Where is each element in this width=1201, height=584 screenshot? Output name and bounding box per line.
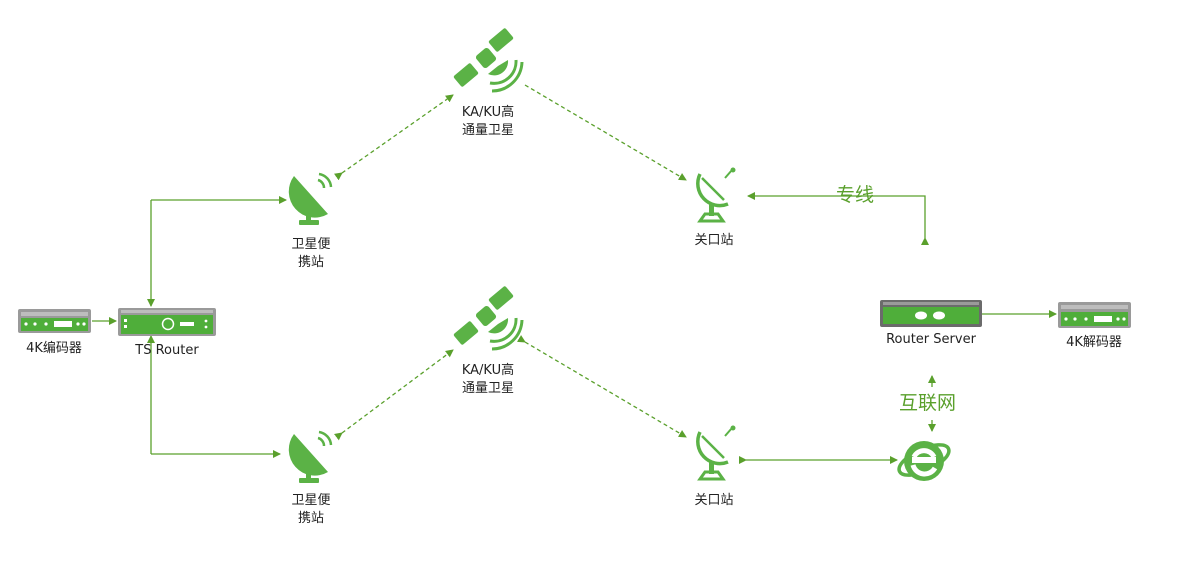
portable-station-top-label-line2: 携站 xyxy=(297,255,324,270)
satellite-bottom-label-line2: 通量卫星 xyxy=(461,381,514,396)
portable-station-top-label-line1: 卫星便 xyxy=(291,237,331,252)
encoder-label: 4K编码器 xyxy=(26,341,82,356)
portable-station-top-label: 卫星便 携站 xyxy=(271,236,351,272)
link-sat-bottom-gateway-bottom xyxy=(516,334,687,438)
satellite-top-label-line2: 通量卫星 xyxy=(461,123,514,138)
satellite-top-label: KA/KU高 通量卫星 xyxy=(448,104,528,140)
portable-station-top-icon xyxy=(288,170,336,232)
satellite-bottom-label-line1: KA/KU高 xyxy=(461,363,515,378)
satellite-bottom-icon xyxy=(450,286,524,362)
internet-explorer-icon xyxy=(894,432,954,492)
server-device-icon xyxy=(880,300,982,331)
portable-station-bottom-label-line2: 携站 xyxy=(297,511,324,526)
satellite-top-icon xyxy=(450,28,524,104)
gateway-station-bottom-label: 关口站 xyxy=(694,493,734,508)
encoder-device-icon xyxy=(18,309,91,337)
portable-station-bottom-label: 卫星便 携站 xyxy=(271,492,351,528)
leased-line-label: 专线 xyxy=(836,184,875,206)
satellite-bottom-label: KA/KU高 通量卫星 xyxy=(448,362,528,398)
gateway-station-top-icon xyxy=(692,166,742,228)
link-portable-bottom-sat-bottom xyxy=(333,349,454,441)
portable-station-bottom-icon xyxy=(288,428,336,490)
decoder-label: 4K解码器 xyxy=(1066,335,1122,350)
link-sat-top-gateway-top xyxy=(524,84,687,181)
portable-station-bottom-label-line1: 卫星便 xyxy=(291,493,331,508)
decoder-device-icon xyxy=(1058,302,1131,332)
satellite-top-label-line1: KA/KU高 xyxy=(461,105,515,120)
link-portable-top-sat-top xyxy=(333,94,454,181)
router-device-icon xyxy=(118,308,216,340)
ts-router-label: TS Router xyxy=(135,343,199,358)
router-server-label: Router Server xyxy=(886,332,976,347)
gateway-station-bottom-icon xyxy=(692,424,742,486)
internet-label: 互联网 xyxy=(899,392,957,414)
link-gateway-top-router-server xyxy=(747,192,929,245)
gateway-station-top-label: 关口站 xyxy=(694,233,734,248)
